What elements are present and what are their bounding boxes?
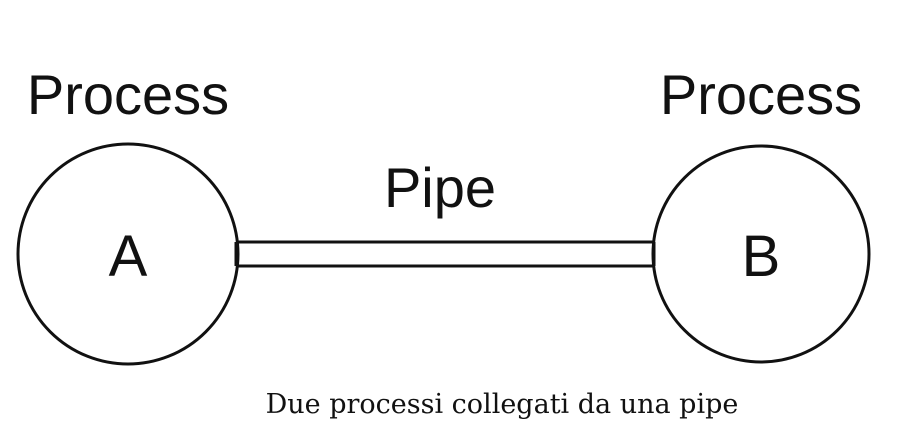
process-a-title: Process [27, 63, 229, 126]
process-a-letter: A [109, 224, 148, 289]
process-b-title: Process [660, 63, 862, 126]
process-b-letter: B [742, 224, 781, 289]
process-a-circle [16, 142, 240, 366]
process-b: Process B [651, 63, 871, 364]
pipe: Pipe [234, 156, 656, 268]
pipe-label: Pipe [384, 156, 496, 219]
process-b-circle [651, 144, 871, 364]
diagram-caption: Due processi collegati da una pipe [266, 389, 739, 420]
process-a: Process A [16, 63, 240, 366]
